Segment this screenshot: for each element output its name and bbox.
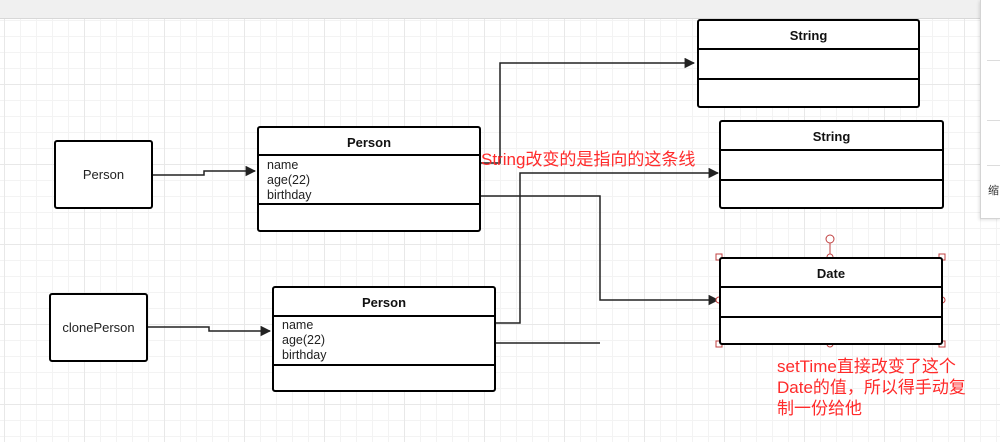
string-annotation[interactable]: String改变的是指向的这条线 — [481, 150, 696, 169]
string-class-box-top[interactable]: String — [697, 19, 920, 108]
format-side-panel[interactable]: 缩 — [980, 0, 1000, 219]
node-label: clonePerson — [62, 320, 135, 335]
person-class-box-bottom[interactable]: Person name age(22) birthday — [272, 286, 496, 392]
class-title: String — [789, 28, 828, 43]
class-title: Person — [346, 135, 392, 150]
panel-divider — [987, 165, 1000, 166]
field-age[interactable]: age(22) — [282, 333, 326, 347]
string-class-box-middle[interactable]: String — [719, 120, 944, 209]
class-title: Date — [816, 266, 846, 281]
panel-divider — [987, 60, 1000, 61]
field-name[interactable]: name — [267, 158, 299, 172]
annotation-line: 制一份给他 — [777, 399, 862, 418]
class-divider — [259, 154, 479, 156]
cloneperson-variable-node[interactable]: clonePerson — [49, 293, 148, 362]
class-divider — [274, 364, 494, 366]
field-birthday[interactable]: birthday — [282, 348, 327, 362]
date-class-box[interactable]: Date — [719, 257, 943, 345]
field-age[interactable]: age(22) — [267, 173, 311, 187]
node-label: Person — [82, 167, 125, 182]
class-divider — [259, 203, 479, 205]
class-divider — [721, 286, 941, 288]
person-variable-node[interactable]: Person — [54, 140, 153, 209]
field-birthday[interactable]: birthday — [267, 188, 312, 202]
class-divider — [721, 316, 941, 318]
class-divider — [721, 179, 942, 181]
rotate-handle-icon[interactable] — [825, 234, 835, 244]
class-divider — [721, 149, 942, 151]
class-divider — [274, 315, 494, 317]
person-class-box-top[interactable]: Person name age(22) birthday — [257, 126, 481, 232]
class-title: String — [812, 129, 851, 144]
class-title: Person — [361, 295, 407, 310]
top-toolbar — [0, 0, 1000, 19]
annotation-line: setTime直接改变了这个 — [777, 357, 956, 376]
annotation-line: Date的值，所以得手动复 — [777, 378, 966, 397]
panel-divider — [987, 120, 1000, 121]
date-annotation[interactable]: setTime直接改变了这个 Date的值，所以得手动复 制一份给他 — [777, 356, 966, 419]
class-divider — [699, 78, 918, 80]
person-to-person-edge[interactable] — [152, 165, 257, 177]
field-name[interactable]: name — [282, 318, 314, 332]
panel-label: 缩 — [988, 185, 999, 197]
cloneperson-to-person-edge[interactable] — [147, 325, 272, 337]
class-divider — [699, 48, 918, 50]
